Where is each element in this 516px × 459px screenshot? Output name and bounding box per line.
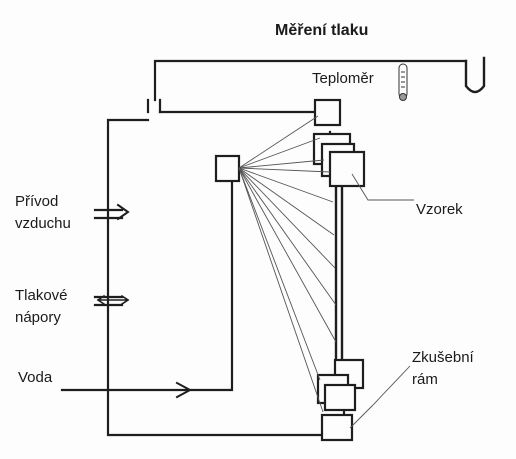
sample-box-front: [328, 150, 366, 188]
fan-line: [238, 167, 334, 203]
air-inlet-marks: [93, 208, 124, 220]
thermometer-label: Teploměr: [312, 70, 374, 87]
frame-leader-line: [349, 365, 411, 429]
fan-line: [238, 167, 335, 236]
water-arrow: [175, 381, 193, 399]
fan-line: [238, 115, 319, 169]
frame-label-line2: rám: [412, 371, 438, 388]
sample-label: Vzorek: [416, 201, 463, 218]
air-arrow: [116, 203, 130, 221]
pressure-arrow: [96, 294, 130, 306]
u-tube-manometer: [464, 56, 486, 94]
supply-pipe: [106, 110, 324, 437]
fan-line: [238, 167, 337, 343]
frame-box-bottom: [320, 413, 354, 442]
fan-line: [238, 167, 331, 173]
water-label: Voda: [18, 369, 53, 386]
air-supply-label-line2: vzduchu: [15, 215, 71, 232]
thermometer-icon: [398, 63, 408, 101]
pressure-label-line1: Tlakové: [15, 287, 68, 304]
pressure-inlet-marks: [93, 295, 124, 307]
fan-line: [238, 137, 321, 169]
sample-leader-line: [351, 173, 414, 201]
air-supply-label-line1: Přívod: [15, 193, 59, 210]
distributor-box: [214, 154, 241, 183]
fan-line: [238, 167, 324, 413]
pressure-label-line2: nápory: [15, 309, 61, 326]
fan-line: [238, 167, 337, 306]
fan-line: [238, 159, 325, 169]
frame-label-line1: Zkušební: [412, 349, 474, 366]
fan-line: [238, 167, 321, 381]
pipe-fitting: [146, 98, 162, 114]
thermometer-box: [313, 98, 342, 127]
water-line: [60, 176, 234, 392]
frame-box-front: [323, 383, 357, 412]
diagram-title: Měření tlaku: [275, 22, 369, 39]
pressure-measurement-line: [153, 59, 468, 102]
fan-line: [238, 167, 336, 269]
